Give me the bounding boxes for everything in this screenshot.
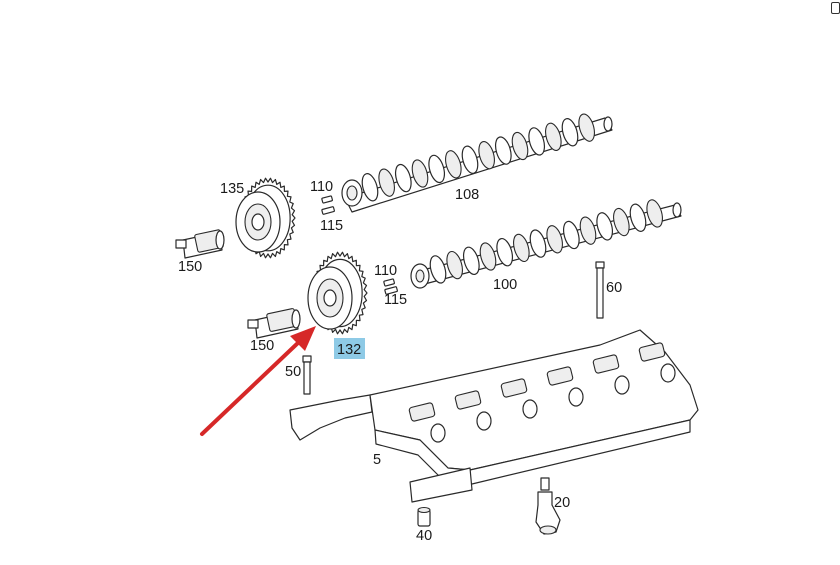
label-115-bottom: 115 (384, 292, 407, 308)
label-60: 60 (606, 280, 622, 296)
pins-110-115-bottom[interactable] (383, 278, 398, 295)
bolt-50[interactable] (302, 355, 312, 395)
label-115-top: 115 (320, 218, 343, 234)
camshaft-adjuster-132[interactable] (307, 251, 368, 335)
label-132: 132 (337, 342, 361, 358)
label-150-bottom: 150 (250, 338, 274, 354)
label-150-top: 150 (178, 259, 202, 275)
red-arrow (200, 326, 316, 436)
label-50: 50 (285, 364, 301, 380)
sensor-20[interactable] (535, 477, 561, 535)
pins-110-115-top[interactable] (321, 195, 335, 215)
central-magnet-150-top[interactable] (175, 229, 225, 259)
label-100: 100 (493, 277, 517, 293)
label-110-bottom: 110 (374, 263, 397, 279)
bolt-60[interactable] (595, 261, 605, 319)
label-132-highlight (334, 338, 365, 359)
label-40: 40 (416, 528, 432, 544)
camshaft-100[interactable] (410, 198, 682, 289)
label-20: 20 (554, 495, 570, 511)
central-magnet-150-bottom[interactable] (247, 308, 301, 339)
sleeve-40[interactable] (417, 506, 431, 527)
camshaft-108[interactable] (341, 112, 613, 213)
label-135: 135 (220, 181, 244, 197)
camshaft-adjuster-135[interactable] (235, 177, 296, 259)
label-5: 5 (373, 452, 381, 468)
label-110-top: 110 (310, 179, 333, 195)
label-108: 108 (455, 187, 479, 203)
cylinder-head-5[interactable] (289, 329, 699, 503)
